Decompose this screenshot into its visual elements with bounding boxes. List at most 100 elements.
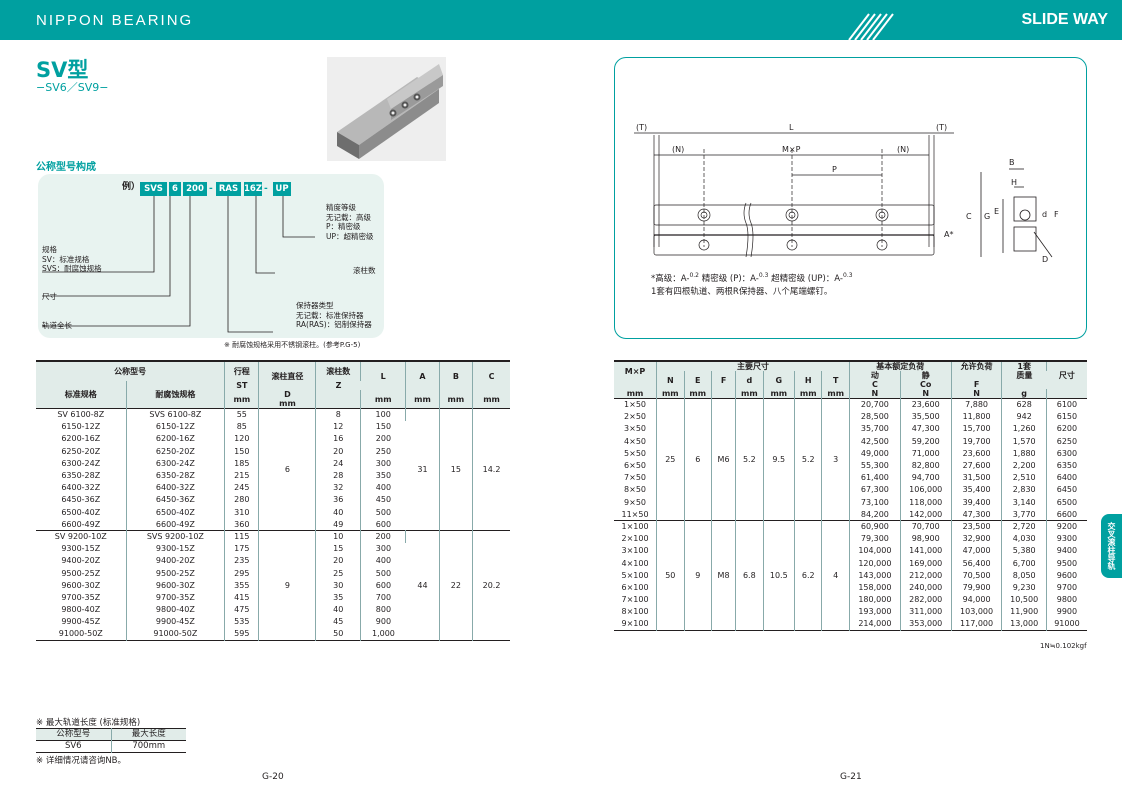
- code-length: 200: [183, 182, 207, 196]
- set-composition-note: 1套有四根轨道、两根R保持器、八个尾端螺钉。: [651, 287, 833, 297]
- model-standard: 9400-20Z: [36, 554, 127, 567]
- dim-d-value: 5.2: [735, 398, 764, 521]
- mass-value: 2,510: [1001, 471, 1047, 484]
- mass-value: 6,700: [1001, 556, 1047, 570]
- allowable-load-value: 94,000: [951, 593, 1003, 606]
- roller-count-value: 40: [315, 506, 362, 519]
- mxp-value: 4×50: [614, 435, 658, 448]
- col-corrosion: 耐腐蚀规格: [126, 381, 226, 409]
- col-static: 静: [900, 371, 952, 380]
- model-standard: 6500-40Z: [36, 506, 127, 519]
- roller-count-value: 50: [315, 627, 362, 641]
- allowable-load-value: 32,900: [951, 532, 1003, 545]
- stroke-value: 475: [224, 603, 260, 616]
- length-value: 400: [375, 556, 392, 566]
- mass-value: 3,140: [1001, 496, 1047, 509]
- roller-count-value: 40: [315, 603, 362, 616]
- model-corrosion: 6200-16Z: [126, 432, 226, 446]
- mxp-value: 5×100: [614, 569, 658, 582]
- stroke-value: 245: [224, 481, 260, 494]
- stroke-value: 185: [224, 457, 260, 470]
- max-model: SV6: [36, 740, 112, 753]
- mass-value: 9,230: [1001, 581, 1047, 594]
- model-standard: 9800-40Z: [36, 603, 127, 616]
- unit-mm: mm: [763, 389, 796, 399]
- static-load-value: 212,000: [900, 569, 952, 582]
- mxp-value: 7×100: [614, 593, 658, 606]
- dynamic-load-value: 60,900: [849, 520, 901, 533]
- col-z: Z: [315, 381, 361, 390]
- side-tab[interactable]: 交叉滚柱导轨: [1101, 514, 1122, 578]
- mxp-value: 2×100: [614, 532, 658, 545]
- dim-E-value: 6: [684, 398, 713, 521]
- col-d: d: [735, 371, 764, 389]
- roller-count-value: 20: [315, 554, 362, 567]
- stroke-value: 280: [224, 493, 260, 506]
- unit-mm: mm: [735, 389, 764, 399]
- stroke-value: 215: [224, 469, 260, 482]
- size-value: 6600: [1056, 509, 1078, 519]
- roller-count-value: 20: [315, 445, 362, 458]
- roller-count-value: 24: [315, 457, 362, 470]
- roller-count-value: 16: [315, 432, 362, 446]
- size-value: 9800: [1056, 595, 1078, 605]
- size-value: 6100: [1056, 400, 1078, 410]
- col-st: ST: [224, 381, 260, 390]
- stroke-value: 85: [224, 420, 260, 433]
- model-standard: 6450-36Z: [36, 493, 127, 506]
- dim-C: C: [966, 212, 972, 221]
- dimension-drawing: (T) (T) L (N) (N) M×P P B H C G E A* d F…: [634, 123, 1059, 264]
- col-A: A: [405, 361, 440, 390]
- col-dynamic: 动: [849, 371, 901, 380]
- model-corrosion: 9600-30Z: [126, 579, 226, 592]
- size-label: 尺寸: [42, 292, 57, 301]
- mxp-value: 5×50: [614, 447, 658, 460]
- code-precision: UP: [273, 182, 291, 196]
- mxp-value: 2×50: [614, 410, 658, 423]
- model-standard: 9700-35Z: [36, 591, 127, 604]
- col-size: 尺寸: [1046, 361, 1087, 389]
- model-corrosion: 6250-20Z: [126, 445, 226, 458]
- stroke-value: 595: [224, 627, 260, 641]
- length-value: 250: [375, 446, 392, 456]
- dim-N-value: 50: [656, 520, 685, 631]
- dim-T-value: 4: [821, 520, 850, 631]
- header-stripes: [848, 13, 894, 40]
- dynamic-load-value: 84,200: [849, 508, 901, 521]
- col-F-load: F: [951, 380, 1003, 389]
- stroke-value: 360: [224, 518, 260, 531]
- dynamic-load-value: 20,700: [849, 398, 901, 411]
- roller-count-value: 28: [315, 469, 362, 482]
- length-value: 200: [375, 434, 392, 444]
- dim-T-value: 3: [821, 398, 850, 521]
- col-T: T: [821, 371, 850, 389]
- size-value: 9900: [1056, 607, 1078, 617]
- model-corrosion: 9900-45Z: [126, 615, 226, 628]
- length-value: 200: [360, 530, 407, 543]
- size-value: 91000: [1054, 619, 1080, 629]
- allowable-load-value: 47,000: [951, 544, 1003, 557]
- static-load-value: 47,300: [900, 422, 952, 436]
- mass-value: 11,900: [1001, 605, 1047, 618]
- unit-mm: mm: [224, 390, 260, 409]
- col-C: C: [472, 361, 510, 390]
